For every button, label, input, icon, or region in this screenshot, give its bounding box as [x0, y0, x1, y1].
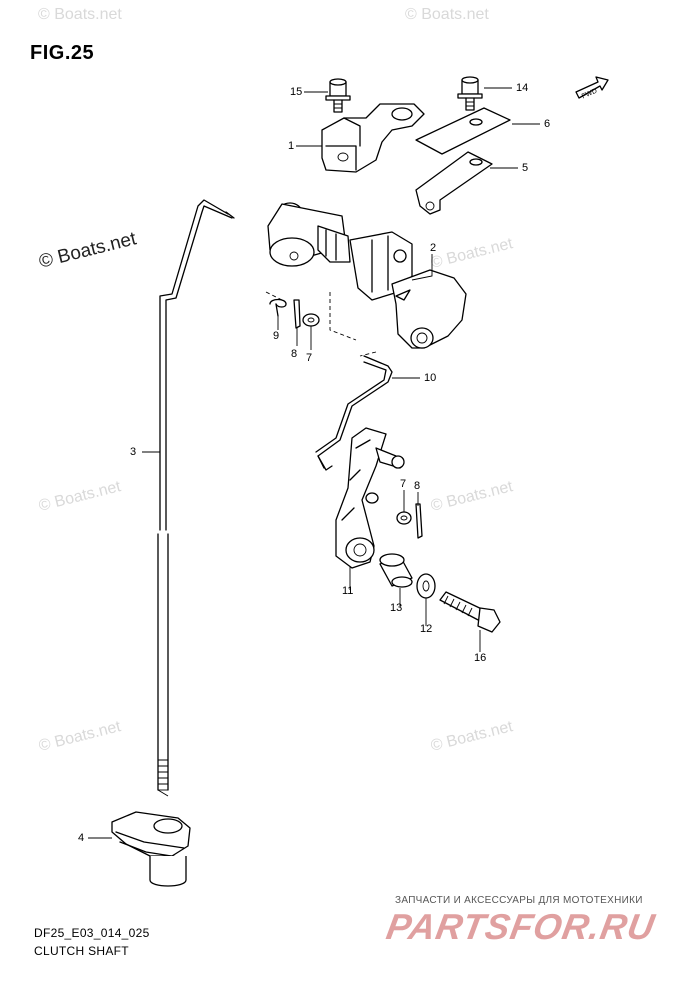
callout-7-top: 7	[306, 352, 313, 364]
watermark: © Boats.net	[405, 6, 489, 23]
callout-16: 16	[474, 652, 487, 664]
fwd-arrow-icon: FWD	[575, 76, 609, 100]
callout-11: 15	[290, 86, 303, 98]
bushing-15	[379, 553, 413, 588]
ad-tagline: ЗАПЧАСТИ И АКСЕССУАРЫ ДЛЯ МОТОТЕХНИКИ	[395, 895, 643, 906]
bolt-11	[325, 78, 351, 113]
callout-6: 6	[544, 118, 551, 130]
cotter-clip-9	[269, 298, 287, 317]
callout-12: 10	[424, 372, 437, 384]
lever-assembly-2	[265, 202, 467, 357]
watermark: © Boats.net	[38, 6, 122, 23]
callout-8-lower: 8	[414, 480, 421, 492]
callout-3: 3	[130, 446, 137, 458]
callout-15: 13	[390, 602, 403, 614]
callout-2: 2	[430, 242, 437, 254]
callout-1: 1	[288, 140, 295, 152]
figure-code: DF25_E03_014_025	[34, 926, 150, 940]
washer-14	[416, 573, 436, 599]
callout-10: 14	[516, 82, 529, 94]
callout-13: 11	[342, 585, 354, 597]
link-rod-12	[315, 355, 393, 471]
leader-lines	[88, 87, 540, 839]
ad-logo: PARTSFOR.RU	[383, 906, 659, 947]
pin-8-lower	[415, 503, 423, 539]
bracket-1	[321, 103, 425, 173]
lever-13	[335, 427, 405, 569]
callout-14: 12	[420, 623, 433, 635]
pin-8-top	[293, 299, 301, 329]
figure-caption: CLUTCH SHAFT	[34, 944, 129, 958]
washer-7-top	[302, 313, 320, 327]
callout-5: 5	[522, 162, 529, 174]
washer-7-lower	[396, 511, 412, 525]
callout-8-top: 8	[291, 348, 298, 360]
plate-6	[415, 107, 511, 155]
bolt-10	[457, 76, 483, 111]
clip-5	[415, 151, 493, 215]
callout-7-lower: 7	[400, 478, 407, 490]
clutch-rod-3	[157, 199, 235, 797]
bolt-16	[439, 591, 501, 633]
callout-9: 9	[273, 330, 280, 342]
rod-guide-4	[111, 811, 191, 887]
figure-title: FIG.25	[30, 42, 95, 64]
callout-4: 4	[78, 832, 85, 844]
